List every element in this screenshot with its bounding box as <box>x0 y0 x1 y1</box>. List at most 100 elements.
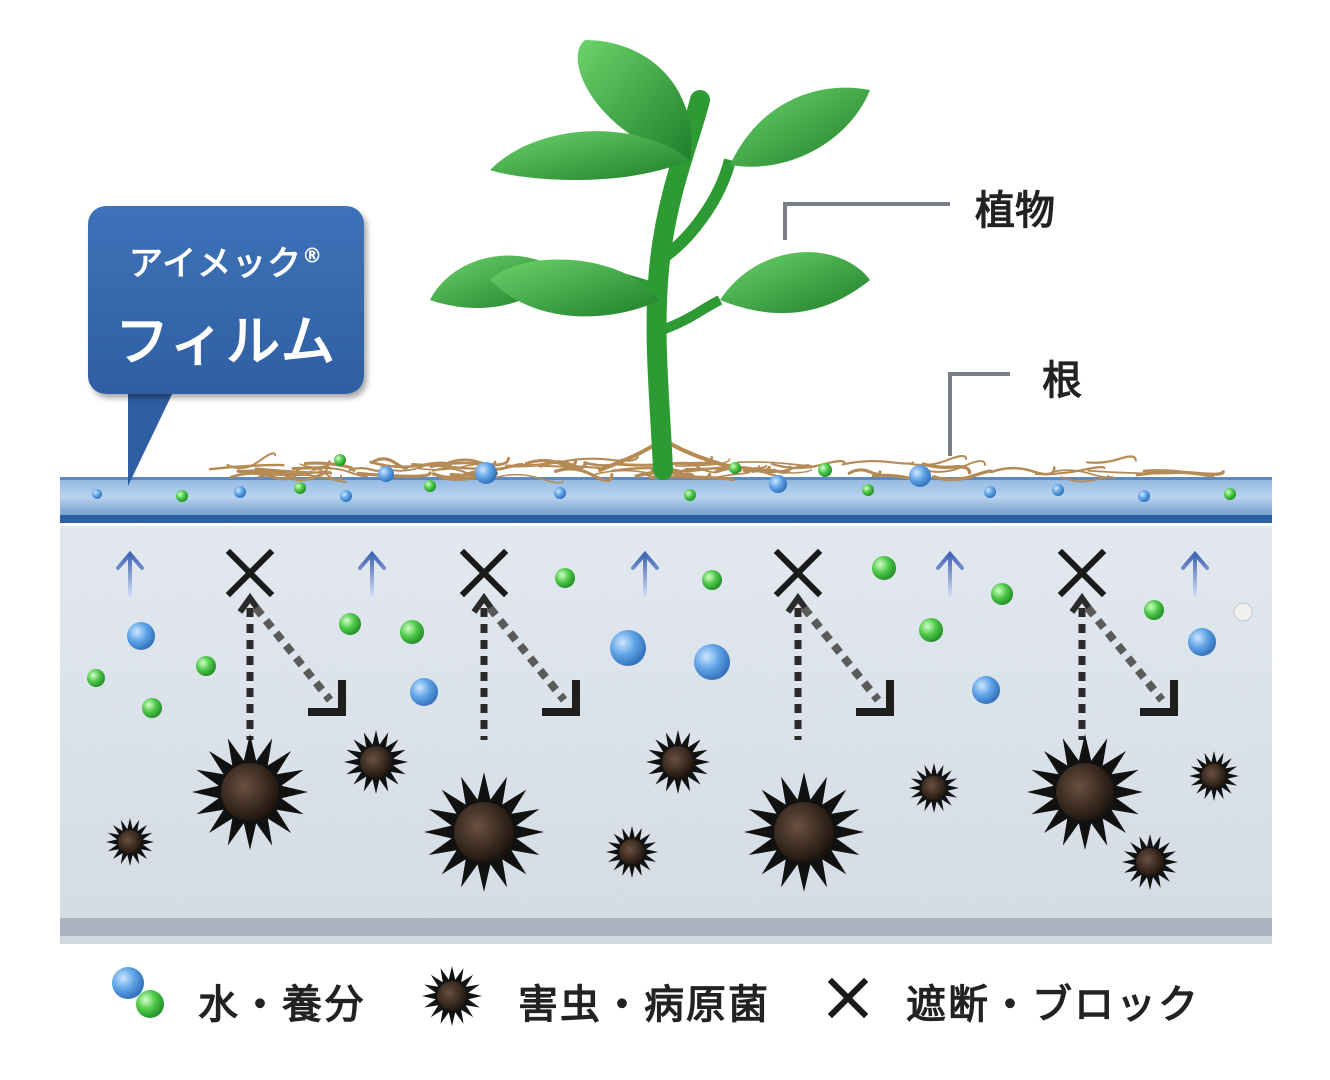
water-particle <box>1138 490 1150 502</box>
nutrient-particle <box>1144 600 1164 620</box>
root-label: 根 <box>1042 358 1082 404</box>
leaf <box>577 40 692 160</box>
root-strand <box>736 461 816 468</box>
nutrient-particle <box>919 618 943 642</box>
pest <box>744 772 864 892</box>
pest <box>909 763 959 813</box>
nutrient-particle <box>1224 488 1236 500</box>
root-strand <box>226 452 277 470</box>
pest <box>344 730 408 794</box>
legend-item-pest: 害虫・病原菌 <box>500 966 770 1036</box>
water-particle <box>984 486 996 498</box>
pest-pathogen-icon <box>422 966 482 1026</box>
block-cross-icon <box>827 977 869 1019</box>
water-nutrient-particles <box>87 454 1253 718</box>
water-particle <box>92 489 102 499</box>
nutrient-particle <box>818 463 832 477</box>
root-strand <box>1086 455 1137 464</box>
legend-item-block: 遮断・ブロック <box>888 966 1200 1036</box>
water-particle <box>234 486 246 498</box>
water-particle <box>769 475 787 493</box>
water-particle <box>972 676 1000 704</box>
root-strand <box>444 458 497 466</box>
up-arrow <box>1181 550 1209 596</box>
blocked-path <box>785 592 894 740</box>
pest <box>424 772 544 892</box>
root-strand <box>553 467 614 483</box>
root-strand <box>716 468 754 478</box>
blocked-path <box>1069 592 1178 740</box>
upward-flow-arrows <box>116 550 1209 596</box>
nutrient-particle <box>400 620 424 644</box>
legend: 水・養分 害虫・病原菌 遮断・ブロック <box>0 966 1330 1036</box>
pest <box>646 730 710 794</box>
plant-label: 植物 <box>975 188 1055 234</box>
root-strand <box>751 465 792 474</box>
water-nutrient-icon <box>112 967 164 1018</box>
nutrient-particle <box>87 669 105 687</box>
nutrient-particle <box>294 482 306 494</box>
root-strand <box>208 463 285 471</box>
legend-text-block: 遮断・ブロック <box>906 982 1200 1028</box>
nutrient-particle <box>872 556 896 580</box>
root-strand <box>758 464 812 474</box>
root-strand <box>496 473 564 484</box>
block-cross <box>773 548 823 598</box>
up-arrow <box>631 550 659 596</box>
leaf <box>490 131 690 180</box>
root-strand <box>369 460 453 470</box>
blocked-path <box>237 592 346 740</box>
root-strand <box>847 468 882 476</box>
nutrient-particle <box>555 568 575 588</box>
nutrient-particle <box>142 698 162 718</box>
block-cross <box>225 548 275 598</box>
nutrient-particle <box>702 570 722 590</box>
root-strand <box>356 471 432 478</box>
pest <box>422 966 482 1026</box>
product-name-line2: フィルム <box>115 310 337 373</box>
product-callout: アイメック® フィルム <box>88 206 364 394</box>
root-strand <box>299 463 332 470</box>
root-strand <box>295 466 343 482</box>
water-particle <box>410 678 438 706</box>
root-strand <box>920 460 987 473</box>
root-strand <box>921 462 972 475</box>
blocked-pest-paths <box>237 592 1178 740</box>
water-particle <box>1188 628 1216 656</box>
nutrient-particle <box>424 480 436 492</box>
leaf <box>490 259 660 317</box>
root-strand <box>1060 476 1116 483</box>
block-cross <box>459 548 509 598</box>
nutrient-particle <box>339 613 361 635</box>
soil-layer <box>60 526 1272 944</box>
blocked-path <box>471 592 580 740</box>
legend-icons <box>112 966 869 1026</box>
root-strand <box>553 454 639 465</box>
root-strand <box>990 466 1056 476</box>
block-cross <box>1057 548 1107 598</box>
water-particle <box>694 644 730 680</box>
root-strand <box>505 460 570 468</box>
root-strand <box>285 471 333 482</box>
legend-item-water: 水・養分 <box>180 966 366 1036</box>
pest <box>192 734 308 850</box>
legend-text-water: 水・養分 <box>198 982 366 1028</box>
nutrient-particle <box>334 454 346 466</box>
root-strand <box>932 469 993 482</box>
roots <box>208 438 1225 484</box>
leaf <box>720 252 870 314</box>
nutrient-particle <box>684 489 696 501</box>
root-strand <box>1135 470 1225 477</box>
pest <box>106 818 154 866</box>
water-particle <box>127 622 155 650</box>
pest <box>1027 734 1143 850</box>
block-crosses <box>225 548 1107 598</box>
water-particle <box>909 465 931 487</box>
nutrient-particle <box>196 656 216 676</box>
root-strand <box>370 457 409 470</box>
film-layer <box>60 477 1272 523</box>
root-strand <box>907 455 968 467</box>
water-particle <box>610 630 646 666</box>
nutrient-particle <box>729 462 741 474</box>
